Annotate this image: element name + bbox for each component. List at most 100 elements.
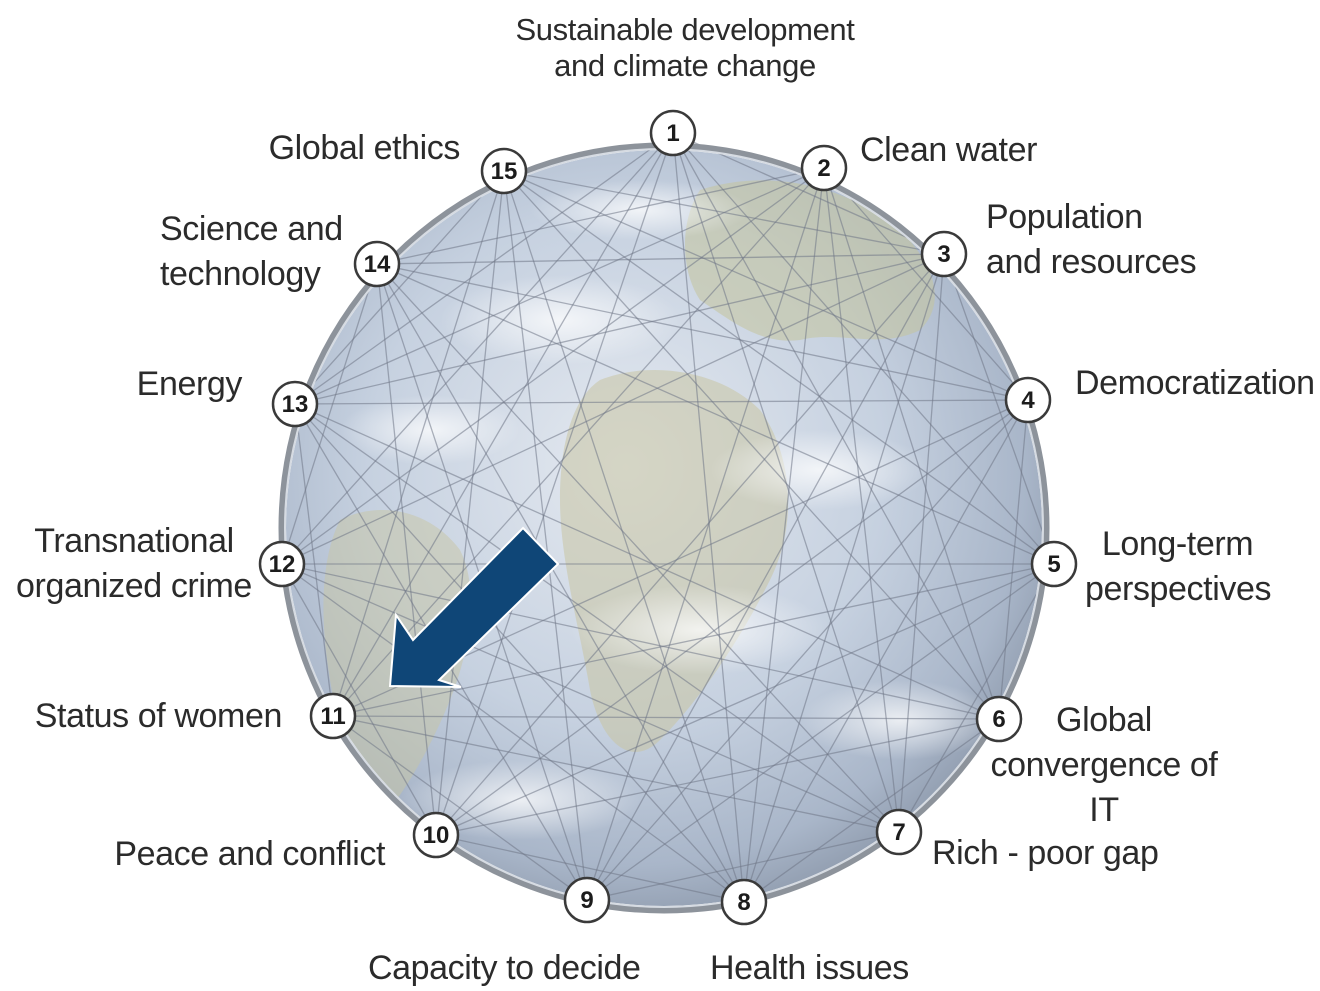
cloud bbox=[400, 760, 640, 840]
topic-node-circle bbox=[271, 380, 319, 428]
connection-line bbox=[743, 399, 1029, 903]
topic-node-circle bbox=[480, 147, 528, 195]
connection-line bbox=[586, 253, 945, 901]
connection-line bbox=[281, 563, 900, 833]
topic-node-9: 9 bbox=[563, 876, 611, 924]
connection-line bbox=[823, 167, 1000, 720]
connection-line bbox=[294, 403, 1000, 720]
connection-line bbox=[281, 263, 378, 565]
topic-node-number: 2 bbox=[817, 155, 830, 182]
topic-node-number: 4 bbox=[1021, 387, 1035, 414]
connection-line bbox=[376, 263, 745, 903]
cloud bbox=[710, 430, 930, 510]
topic-node-circle bbox=[875, 808, 923, 856]
topic-node-circle bbox=[563, 876, 611, 924]
topic-label-10: Peace and conflict bbox=[114, 835, 385, 873]
topic-node-number: 10 bbox=[423, 822, 450, 849]
topic-node-4: 4 bbox=[1004, 376, 1052, 424]
connection-line bbox=[376, 263, 437, 836]
cloud bbox=[570, 585, 830, 675]
topic-node-number: 13 bbox=[282, 391, 309, 418]
connection-line bbox=[503, 170, 1029, 401]
connection-line bbox=[586, 167, 825, 901]
topic-node-number: 3 bbox=[937, 241, 950, 268]
connection-line bbox=[743, 167, 825, 903]
connection-line bbox=[943, 253, 1055, 565]
connection-line bbox=[898, 253, 945, 833]
connection-line bbox=[376, 167, 825, 265]
topic-label-14: Science and technology bbox=[160, 210, 343, 293]
arrow-icon bbox=[388, 526, 560, 688]
topic-node-11: 11 bbox=[309, 692, 357, 740]
topic-node-number: 9 bbox=[580, 887, 593, 914]
connection-line bbox=[294, 403, 334, 717]
connection-line bbox=[586, 831, 900, 901]
connection-line bbox=[376, 263, 900, 833]
connection-line bbox=[672, 132, 1000, 720]
topic-label-15: Global ethics bbox=[268, 129, 461, 167]
topic-node-circle bbox=[975, 695, 1023, 743]
connection-line bbox=[672, 132, 1055, 565]
cloud bbox=[340, 395, 520, 465]
connection-line bbox=[435, 132, 674, 836]
connection-lines bbox=[281, 132, 1055, 903]
connection-line bbox=[294, 399, 1029, 405]
topic-node-14: 14 bbox=[353, 240, 401, 288]
connection-line bbox=[294, 167, 825, 405]
connection-line bbox=[281, 167, 825, 565]
connection-line bbox=[332, 715, 1000, 720]
topic-node-circle bbox=[412, 811, 460, 859]
connection-line bbox=[332, 715, 900, 833]
topic-node-12: 12 bbox=[258, 540, 306, 588]
connection-line bbox=[332, 132, 674, 717]
connection-line bbox=[503, 170, 588, 901]
connection-line bbox=[332, 563, 1055, 717]
topic-node-circle bbox=[720, 878, 768, 926]
topic-node-circle bbox=[649, 109, 697, 157]
connection-line bbox=[435, 399, 1029, 836]
topic-node-15: 15 bbox=[480, 147, 528, 195]
topic-node-6: 6 bbox=[975, 695, 1023, 743]
connection-line bbox=[435, 834, 745, 903]
topic-node-7: 7 bbox=[875, 808, 923, 856]
connection-line bbox=[823, 167, 1029, 401]
connection-line bbox=[332, 715, 588, 901]
connection-line bbox=[898, 563, 1055, 833]
topic-node-circle bbox=[309, 692, 357, 740]
topic-node-circle bbox=[920, 230, 968, 278]
topic-node-1: 1 bbox=[649, 109, 697, 157]
connection-line bbox=[998, 399, 1029, 720]
connection-line bbox=[332, 170, 505, 717]
connection-line bbox=[586, 399, 1029, 901]
topic-label-6: Global convergence of IT bbox=[990, 701, 1218, 829]
connection-line bbox=[294, 170, 505, 405]
connection-line bbox=[435, 563, 1055, 836]
connection-line bbox=[294, 253, 945, 405]
connection-line bbox=[503, 170, 1055, 565]
topic-node-13: 13 bbox=[271, 380, 319, 428]
topic-label-3: Population and resources bbox=[986, 198, 1197, 281]
topic-node-circle bbox=[1030, 540, 1078, 588]
connection-line bbox=[376, 253, 945, 265]
connection-line bbox=[743, 718, 1000, 903]
topic-label-12: Transnational organized crime bbox=[16, 522, 252, 605]
connection-line bbox=[281, 563, 437, 836]
topic-node-8: 8 bbox=[720, 878, 768, 926]
topic-node-number: 1 bbox=[666, 120, 679, 147]
topic-label-1: Sustainable development and climate chan… bbox=[515, 12, 855, 83]
topic-node-number: 11 bbox=[320, 703, 345, 730]
topic-node-3: 3 bbox=[920, 230, 968, 278]
topic-label-5: Long-term perspectives bbox=[1085, 525, 1272, 608]
topic-node-number: 15 bbox=[491, 158, 518, 185]
topic-label-13: Energy bbox=[136, 365, 243, 403]
topic-node-2: 2 bbox=[800, 144, 848, 192]
topic-node-number: 14 bbox=[364, 251, 391, 278]
connection-line bbox=[281, 563, 1000, 720]
connection-line bbox=[503, 170, 1000, 720]
arrow-shape bbox=[388, 526, 560, 688]
topic-node-number: 5 bbox=[1047, 551, 1060, 578]
topic-label-4: Democratization bbox=[1075, 364, 1315, 402]
connection-line bbox=[435, 170, 505, 836]
